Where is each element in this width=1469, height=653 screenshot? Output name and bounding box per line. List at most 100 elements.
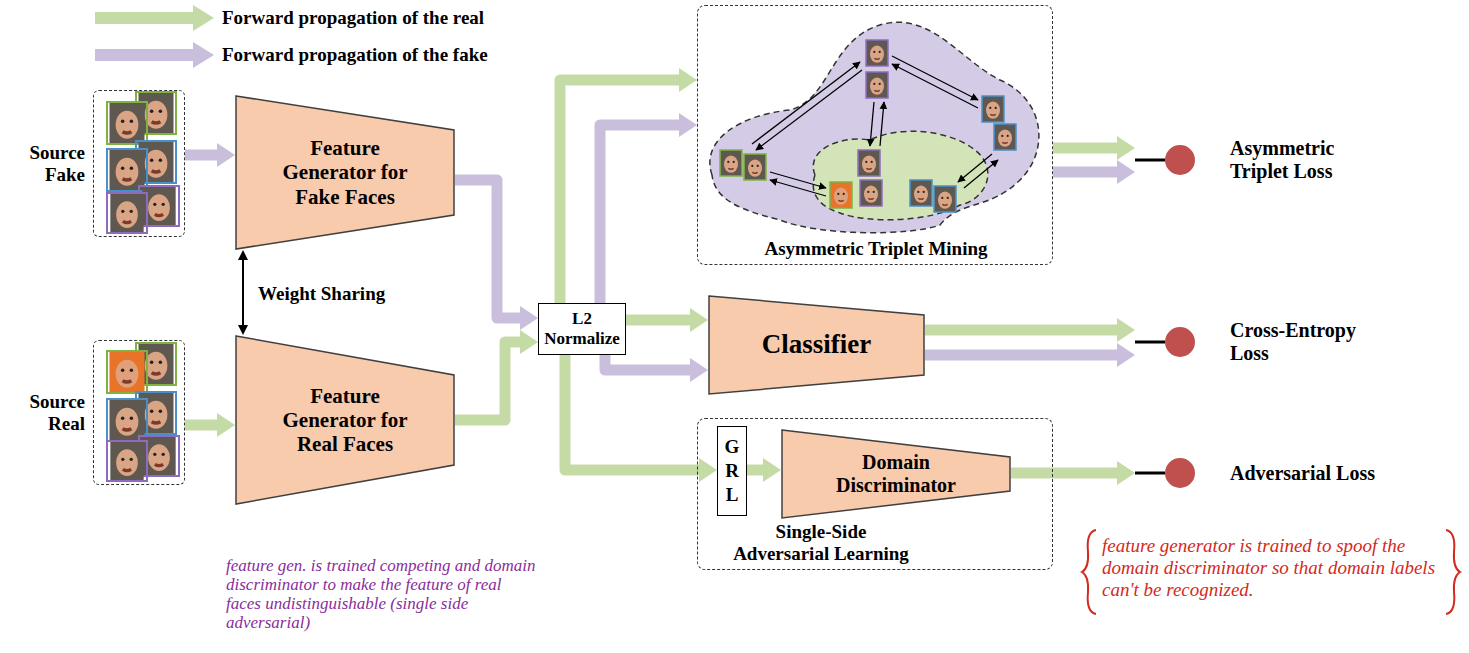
- real-face-thumbnails: [107, 343, 179, 481]
- flow-arrow: [455, 330, 538, 420]
- flow-arrow: [925, 318, 1135, 342]
- arrow-head: [217, 143, 235, 167]
- flow-arrow: [605, 355, 708, 382]
- triplet-faces: [720, 40, 1016, 212]
- node-text: Classifier: [722, 329, 912, 360]
- node-text: Feature Generator for Real Faces: [268, 384, 423, 456]
- flow-arrow: [238, 250, 248, 335]
- trapezoid-outline: [236, 336, 454, 504]
- flow-arrow: [560, 68, 697, 303]
- trapezoid-outline: [782, 430, 1010, 518]
- arrow-shaft: [185, 150, 219, 161]
- loss-node: Cross-Entropy Loss: [1135, 317, 1395, 367]
- flow-arrow: [455, 180, 538, 330]
- node-text: GRL: [723, 435, 742, 506]
- arrow-head: [520, 330, 538, 354]
- trapezoid-outline: [709, 296, 924, 394]
- trapezoid-outline: [236, 96, 454, 249]
- flow-arrow: [1053, 136, 1135, 160]
- arrow-shaft: [1011, 468, 1119, 479]
- module-frame: Single-Side Adversarial LearningGRLDomai…: [697, 418, 1053, 570]
- node-text: Domain Discriminator: [821, 451, 971, 497]
- triplet-relations: [752, 56, 998, 196]
- module-frame: Asymmetric Triplet Mining: [697, 5, 1053, 265]
- node-text: L2 Normalize: [541, 309, 623, 348]
- arrow-head: [238, 250, 248, 260]
- loss-node: Adversarial Loss: [1135, 448, 1395, 498]
- edge-label: Weight Sharing: [258, 283, 385, 305]
- arrow-head: [217, 413, 235, 437]
- node-text: Source Fake: [5, 142, 85, 186]
- label-holder: Classifier: [708, 295, 925, 395]
- arrow-shaft: [747, 465, 765, 476]
- label-holder: Feature Generator for Fake Faces: [235, 95, 455, 250]
- network-block: Feature Generator for Real Faces: [235, 335, 455, 505]
- process-box: GRL: [717, 426, 747, 516]
- loss-dot: [1165, 327, 1195, 357]
- loss-dot: [1165, 458, 1195, 488]
- arrow-shaft: [1053, 143, 1119, 154]
- arrow-head: [690, 358, 708, 382]
- handwritten-note: feature generator is trained to spoof th…: [1102, 535, 1442, 601]
- network-block: Feature Generator for Fake Faces: [235, 95, 455, 250]
- loss-stem: [1135, 472, 1165, 475]
- arrow-shaft: [565, 355, 701, 470]
- flow-arrow: [1053, 160, 1135, 184]
- label-holder: Domain Discriminator: [781, 429, 1011, 519]
- arrow-head: [1117, 318, 1135, 342]
- arrow-shaft: [242, 259, 244, 327]
- node-text: Adversarial Loss: [1230, 462, 1380, 485]
- dashed-frame: [93, 90, 185, 237]
- arrow-head: [1117, 461, 1135, 485]
- flow-arrow: [185, 143, 235, 167]
- label-holder: Adversarial Loss: [1230, 448, 1380, 498]
- arrow-head: [1117, 136, 1135, 160]
- label-holder: Asymmetric Triplet Loss: [1230, 135, 1380, 185]
- label-holder: Source Fake: [5, 90, 85, 237]
- handwritten-note: feature gen. is trained competing and do…: [226, 556, 536, 632]
- process-box: L2 Normalize: [538, 303, 626, 355]
- arrow-head: [1117, 160, 1135, 184]
- legend-entry: Forward propagation of the real: [95, 4, 484, 32]
- arrow-head: [520, 306, 538, 330]
- arrow-head: [763, 458, 781, 482]
- node-text: Asymmetric Triplet Loss: [1230, 137, 1380, 183]
- node-text: Source Real: [5, 391, 85, 435]
- legend-text: Forward propagation of the fake: [222, 44, 488, 66]
- arrow-shaft: [925, 325, 1119, 336]
- legend-arrow-shape: [95, 42, 214, 68]
- label-holder: Cross-Entropy Loss: [1230, 317, 1380, 367]
- arrow-shaft: [455, 180, 522, 318]
- loss-stem: [1135, 159, 1165, 162]
- arrow-shaft: [626, 315, 692, 326]
- node-text: Asymmetric Triplet Mining: [726, 238, 1026, 260]
- flow-arrow: [1011, 461, 1135, 485]
- legend-arrow: [95, 4, 215, 32]
- arrow-head: [238, 325, 248, 335]
- label-holder: Source Real: [5, 340, 85, 485]
- legend-arrow-shape: [95, 5, 214, 31]
- flow-arrow: [925, 343, 1135, 367]
- arrow-shaft: [605, 355, 692, 370]
- arrow-shaft: [560, 80, 681, 303]
- loss-dot: [1165, 145, 1195, 175]
- arrow-shaft: [600, 125, 681, 303]
- triplet-clusters: [710, 22, 1039, 232]
- arrow-shaft: [1053, 167, 1119, 178]
- network-block: Domain Discriminator: [781, 429, 1011, 519]
- flow-arrow: [747, 458, 781, 482]
- annotation-braces: [1082, 530, 1460, 614]
- flow-arrow: [600, 113, 697, 303]
- node-text: Feature Generator for Fake Faces: [268, 136, 423, 208]
- legend-entry: Forward propagation of the fake: [95, 41, 488, 69]
- arrow-shaft: [185, 420, 219, 431]
- arrow-head: [1117, 343, 1135, 367]
- network-block: Classifier: [708, 295, 925, 395]
- flow-arrow: [565, 355, 717, 482]
- loss-node: Asymmetric Triplet Loss: [1135, 135, 1395, 185]
- node-text: Cross-Entropy Loss: [1230, 319, 1380, 365]
- arrow-head: [690, 308, 708, 332]
- data-source: Source Real: [5, 340, 185, 485]
- arrow-head: [679, 113, 697, 137]
